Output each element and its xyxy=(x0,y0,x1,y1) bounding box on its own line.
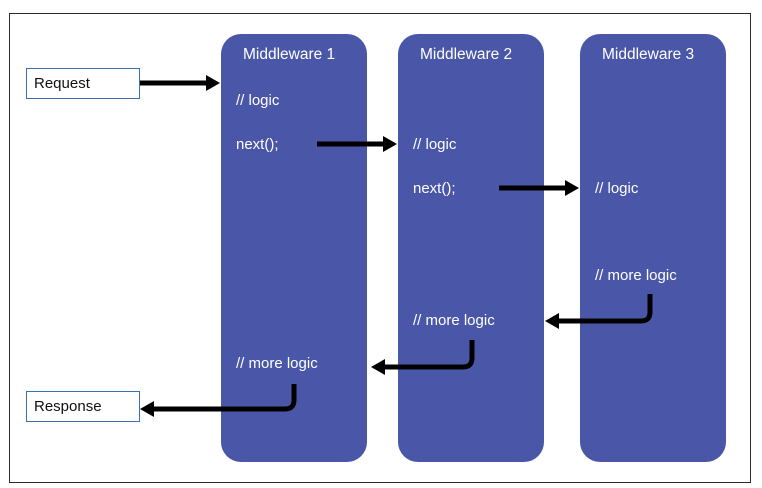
next-arrowhead-2-to-3 xyxy=(565,180,579,196)
middleware-2-panel xyxy=(398,34,544,462)
middleware-3-panel xyxy=(580,34,726,462)
return-arrow-3-to-2 xyxy=(558,294,653,324)
middleware-2-next: next(); xyxy=(413,180,456,197)
middleware-1-title: Middleware 1 xyxy=(243,46,336,63)
middleware-1-next: next(); xyxy=(236,136,279,153)
middleware-2-more-logic: // more logic xyxy=(413,312,495,329)
middleware-3-logic: // logic xyxy=(595,180,639,197)
response-arrowhead xyxy=(140,401,154,417)
middleware-1-more-logic: // more logic xyxy=(236,355,318,372)
return-arrowhead-3-to-2 xyxy=(545,313,559,329)
response-arrow xyxy=(154,384,297,412)
request-node: Request xyxy=(26,68,140,99)
middleware-2-logic: // logic xyxy=(413,136,457,153)
response-label: Response xyxy=(34,398,102,415)
middleware-1-logic: // logic xyxy=(236,92,280,109)
middleware-3-more-logic: // more logic xyxy=(595,267,677,284)
request-arrowhead xyxy=(206,75,220,91)
request-label: Request xyxy=(34,75,90,92)
return-arrowhead-2-to-1 xyxy=(371,359,385,375)
middleware-2-title: Middleware 2 xyxy=(420,46,513,63)
return-arrow-2-to-1 xyxy=(384,340,475,370)
response-node: Response xyxy=(26,391,140,422)
next-arrowhead-1-to-2 xyxy=(383,136,397,152)
middleware-3-title: Middleware 3 xyxy=(602,46,695,63)
